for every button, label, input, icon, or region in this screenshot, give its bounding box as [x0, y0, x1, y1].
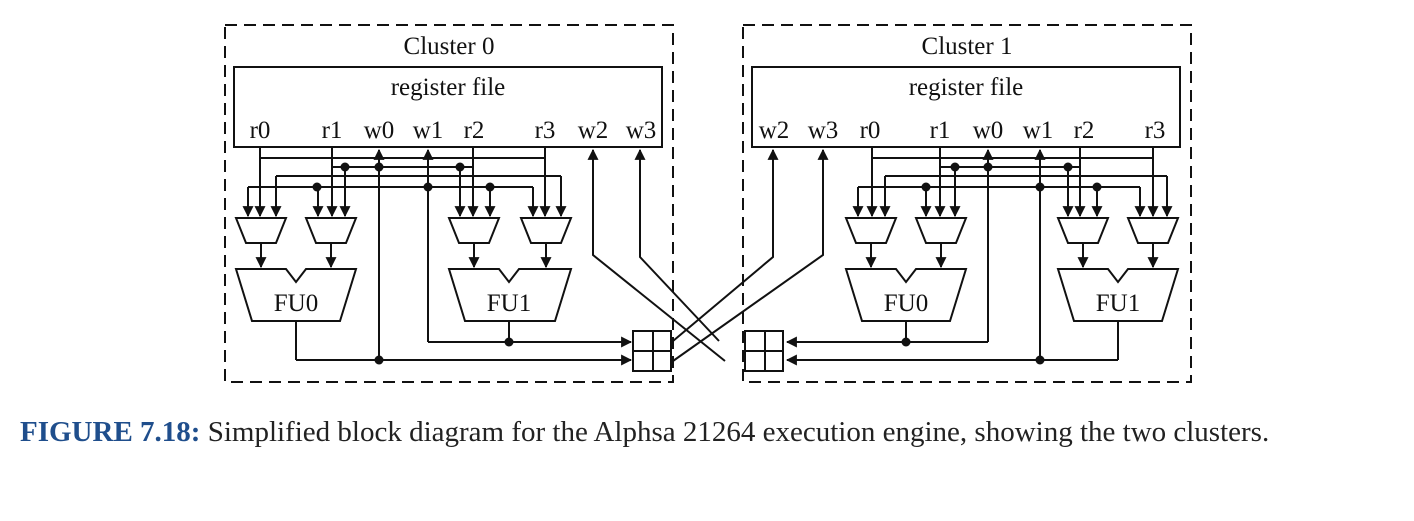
port-label: r0 — [860, 117, 881, 144]
functional-unit — [844, 268, 968, 322]
port-label: r3 — [535, 117, 556, 144]
port-label: w1 — [1023, 117, 1054, 144]
port-label: r2 — [464, 117, 485, 144]
figure-caption-text: Simplified block diagram for the Alphsa … — [207, 416, 1270, 448]
port-label: w3 — [626, 117, 657, 144]
figure-caption-label: FIGURE 7.18: — [20, 416, 201, 448]
mux — [447, 217, 501, 244]
mux — [1056, 217, 1110, 244]
mux — [519, 217, 573, 244]
functional-unit — [1056, 268, 1180, 322]
figure-caption: FIGURE 7.18: Simplified block diagram fo… — [20, 410, 1394, 454]
functional-unit-label: FU1 — [1096, 290, 1140, 317]
functional-unit-label: FU0 — [274, 290, 318, 317]
functional-unit-label: FU0 — [884, 290, 928, 317]
mux — [844, 217, 898, 244]
port-label: w1 — [413, 117, 444, 144]
mux — [234, 217, 288, 244]
cluster-0 — [224, 24, 726, 383]
cluster-0-register-file — [233, 66, 663, 148]
port-label: w3 — [808, 117, 839, 144]
port-label: w0 — [973, 117, 1004, 144]
functional-unit — [234, 268, 358, 322]
cluster-1-title: Cluster 1 — [922, 33, 1013, 60]
cluster-1-boundary — [742, 24, 1192, 383]
mux — [304, 217, 358, 244]
port-label: r1 — [322, 117, 343, 144]
port-label: w2 — [578, 117, 609, 144]
cluster-0-boundary — [224, 24, 674, 383]
cluster-1 — [672, 24, 1192, 383]
cluster-1-register-file — [751, 66, 1181, 148]
cluster-block-diagram: Cluster 0 register file r0 r1 w0 w1 r2 r… — [224, 24, 1192, 383]
junction-dots — [312, 162, 514, 365]
cluster-0-title: Cluster 0 — [404, 33, 495, 60]
port-label: r1 — [930, 117, 951, 144]
functional-unit — [447, 268, 573, 322]
mux — [1126, 217, 1180, 244]
port-label: r2 — [1074, 117, 1095, 144]
port-label: r3 — [1145, 117, 1166, 144]
port-label: w2 — [759, 117, 790, 144]
cluster-0-register-file-label: register file — [391, 74, 506, 101]
port-label: r0 — [250, 117, 271, 144]
functional-unit-label: FU1 — [487, 290, 531, 317]
junction-dots — [901, 162, 1102, 365]
cluster-1-register-file-label: register file — [909, 74, 1024, 101]
labels: Cluster 0 register file r0 r1 w0 w1 r2 r… — [250, 33, 1166, 317]
mux — [914, 217, 968, 244]
port-label: w0 — [364, 117, 395, 144]
